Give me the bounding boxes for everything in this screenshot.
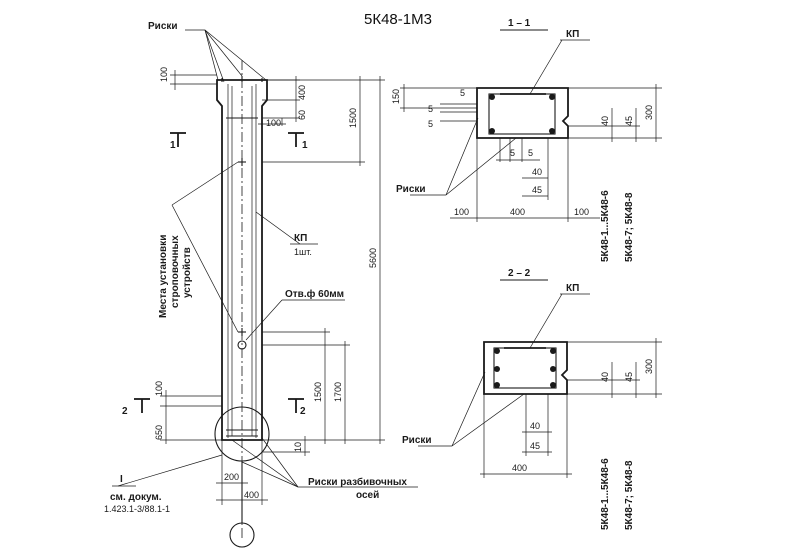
sec1-series-a: 5К48-1...5К48-6 bbox=[600, 190, 611, 262]
label-sling-3: устройств bbox=[182, 247, 193, 298]
label-kp-sec1: КП bbox=[566, 29, 579, 40]
dim-650-text: 650 bbox=[154, 425, 164, 440]
label-riski-sec1: Риски bbox=[396, 184, 426, 195]
label-riski-top: Риски bbox=[148, 21, 178, 32]
label-riski-sec2: Риски bbox=[402, 435, 432, 446]
sec1-dim-5d: 5 bbox=[510, 148, 515, 158]
dim-400-bottom-text: 400 bbox=[244, 490, 259, 500]
sec1-dim-45-b: 45 bbox=[532, 185, 542, 195]
section-1-title: 1 – 1 bbox=[508, 18, 531, 29]
sec2-dims-right bbox=[567, 338, 662, 398]
label-kp-sec2: КП bbox=[566, 283, 579, 294]
label-sling-1: Места установки bbox=[158, 235, 169, 318]
section-mark-1-right bbox=[288, 132, 304, 147]
sec2-series-a: 5К48-1...5К48-6 bbox=[600, 458, 611, 530]
dim-right-column bbox=[262, 76, 385, 444]
sec1-dim-40-r: 40 bbox=[600, 116, 610, 126]
riski-top-leaders bbox=[185, 29, 267, 83]
kp-leader bbox=[255, 211, 301, 245]
label-kp-column: КП bbox=[294, 233, 307, 244]
sling-leader bbox=[171, 161, 239, 333]
sec1-dim-400: 400 bbox=[510, 207, 525, 217]
drawing-title: 5К48-1М3 bbox=[364, 11, 432, 28]
sec-mark-2-left-text: 2 bbox=[122, 406, 128, 417]
dim-100-bottom-text: 100 bbox=[154, 381, 164, 396]
sec2-dim-400: 400 bbox=[512, 463, 527, 473]
sec-mark-2-right-text: 2 bbox=[300, 406, 306, 417]
dim-100-top-text: 100 bbox=[159, 67, 169, 82]
dim-10-text: 10 bbox=[293, 442, 303, 452]
sec2-dim-45-r: 45 bbox=[624, 372, 634, 382]
label-sling-2: строповочных bbox=[170, 235, 181, 308]
sec2-dim-300: 300 bbox=[644, 359, 654, 374]
label-doc-1: см. докум. bbox=[110, 492, 162, 503]
section-2-2 bbox=[483, 341, 568, 395]
sec2-dims-below bbox=[480, 394, 572, 478]
sec1-dim-5a: 5 bbox=[460, 88, 465, 98]
sec1-dim-150: 150 bbox=[391, 89, 401, 104]
label-doc-mark: I bbox=[120, 474, 123, 485]
section-1-1 bbox=[476, 87, 569, 139]
label-riski-axes-2: осей bbox=[356, 490, 379, 501]
sec1-dim-5e: 5 bbox=[528, 148, 533, 158]
sec1-dim-300: 300 bbox=[644, 105, 654, 120]
sec2-dim-40-r: 40 bbox=[600, 372, 610, 382]
dim-5600-text: 5600 bbox=[368, 248, 378, 268]
sec1-dims-below bbox=[450, 138, 600, 222]
sec1-dim-100-r: 100 bbox=[574, 207, 589, 217]
sec-mark-1-left-text: 1 bbox=[170, 140, 176, 151]
doc-reference bbox=[112, 454, 223, 487]
hole-leader bbox=[245, 299, 283, 341]
sec1-dims-right bbox=[568, 84, 662, 142]
label-doc-2: 1.423.1-3/88.1-1 bbox=[104, 504, 170, 514]
dim-bottom-horiz bbox=[216, 440, 268, 505]
column-elevation bbox=[214, 60, 270, 548]
sec2-riski-leader bbox=[418, 371, 525, 447]
section-mark-1-left bbox=[170, 132, 186, 147]
section-mark-2-left bbox=[134, 398, 150, 413]
label-hole: Отв.ф 60мм bbox=[285, 288, 344, 300]
dim-1500-bottom-text: 1500 bbox=[313, 382, 323, 402]
dim-1700-text: 1700 bbox=[333, 382, 343, 402]
dim-200-text: 200 bbox=[224, 472, 239, 482]
sec1-dim-5b: 5 bbox=[428, 104, 433, 114]
dim-1500-top-text: 1500 bbox=[348, 108, 358, 128]
label-kp-count: 1шт. bbox=[294, 247, 312, 257]
section-2-title: 2 – 2 bbox=[508, 268, 531, 279]
sec1-dim-5c: 5 bbox=[428, 119, 433, 129]
label-riski-axes-1: Риски разбивочных bbox=[308, 476, 407, 488]
dim-bottom-right bbox=[262, 328, 350, 456]
sec1-dim-40-b: 40 bbox=[532, 167, 542, 177]
dim-bottom-left bbox=[160, 390, 222, 444]
sec1-series-b: 5К48-7; 5К48-8 bbox=[624, 192, 635, 262]
sec2-dim-40-b: 40 bbox=[530, 421, 540, 431]
sec2-dim-45-b: 45 bbox=[530, 441, 540, 451]
sec1-dim-100-l: 100 bbox=[454, 207, 469, 217]
sec2-series-b: 5К48-7; 5К48-8 bbox=[624, 460, 635, 530]
sec1-riski-leader bbox=[410, 117, 517, 196]
sec-mark-1-right-text: 1 bbox=[302, 140, 308, 151]
sec1-dim-45-r: 45 bbox=[624, 116, 634, 126]
dim-100-top bbox=[170, 70, 217, 90]
dim-60-text: 60 bbox=[297, 110, 307, 120]
dim-100-right-text: 100 bbox=[266, 118, 281, 128]
dim-400-top-text: 400 bbox=[297, 85, 307, 100]
sec1-dims-left bbox=[400, 84, 477, 122]
riski-axes-leader bbox=[231, 437, 418, 488]
section-mark-2-right bbox=[288, 398, 304, 413]
